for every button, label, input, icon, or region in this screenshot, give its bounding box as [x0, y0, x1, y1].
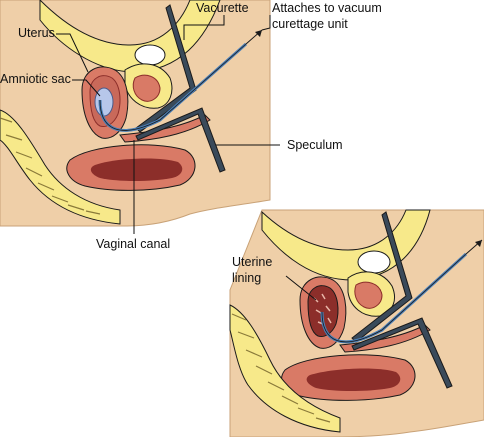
- top-fat-band: [39, 0, 221, 73]
- bottom-vacurette-core: [321, 253, 467, 343]
- leader-vacurette: [183, 15, 225, 40]
- top-vacurette-core: [99, 43, 247, 131]
- labels: Vacurette Attaches to vacuum curettage u…: [0, 1, 382, 285]
- bottom-rectum-inner: [306, 368, 401, 391]
- bottom-illustration: [229, 209, 484, 437]
- label-amniotic-sac: Amniotic sac: [0, 72, 71, 86]
- leader-uterus: [56, 33, 89, 73]
- label-attaches-line2: curettage unit: [272, 17, 348, 31]
- label-attaches-line1: Attaches to vacuum: [272, 1, 382, 15]
- bottom-vertebrae: [231, 313, 331, 423]
- top-illustration: [0, 0, 271, 227]
- label-uterine-line2: lining: [232, 271, 261, 285]
- label-speculum: Speculum: [287, 138, 343, 152]
- top-rectum-inner: [90, 158, 183, 181]
- top-inner-muscle: [132, 74, 161, 102]
- bottom-uterine-lining: [307, 285, 339, 337]
- top-vertebrae: [0, 117, 101, 215]
- bottom-bladder: [357, 250, 391, 274]
- label-vaginal-canal: Vaginal canal: [96, 237, 170, 251]
- leader-amniotic-sac: [72, 79, 101, 97]
- label-vacurette: Vacurette: [196, 1, 249, 15]
- leader-lines: [56, 15, 317, 301]
- bottom-sacrum: [229, 304, 341, 433]
- bottom-suction-arrowhead: [475, 240, 482, 247]
- bottom-inner-muscle: [354, 281, 383, 309]
- leader-uterine-lining: [285, 275, 317, 301]
- label-uterine-line1: Uterine: [232, 255, 272, 269]
- top-bladder: [134, 44, 166, 66]
- bottom-speculum-lower: [351, 317, 453, 389]
- leader-attaches: [261, 15, 271, 31]
- top-suction-arrowhead: [255, 30, 262, 37]
- label-uterus: Uterus: [18, 26, 55, 40]
- top-speculum-lower: [135, 107, 226, 173]
- bottom-speculum: [351, 211, 413, 343]
- top-amniotic-sac: [94, 87, 114, 117]
